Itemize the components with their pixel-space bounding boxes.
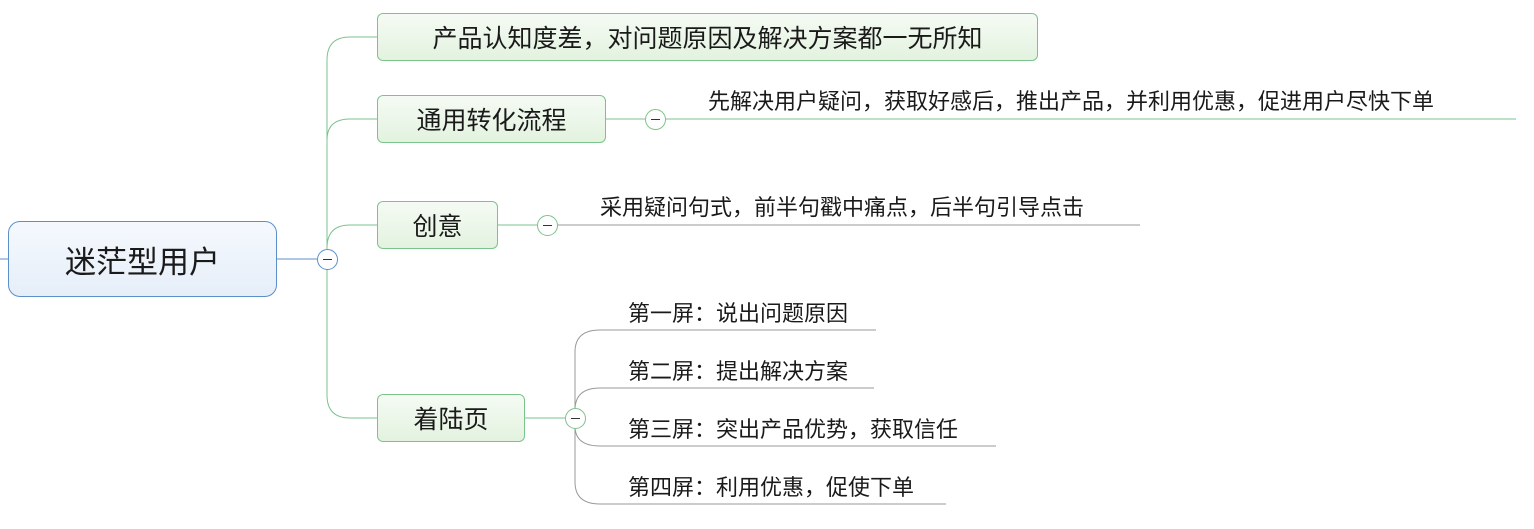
branch-topic-label: 创意 xyxy=(412,212,463,241)
branch-topic-label: 通用转化流程 xyxy=(416,106,567,135)
subtopic-conversion-flow[interactable]: 先解决用户疑问，获取好感后，推出产品，并利用优惠，促进用户尽快下单 xyxy=(708,90,1435,115)
branch-topic-conversion-flow[interactable]: 通用转化流程 xyxy=(377,95,606,143)
collapse-minus-icon[interactable] xyxy=(565,408,586,429)
collapse-minus-icon[interactable] xyxy=(317,249,338,270)
branch-topic-label: 着陆页 xyxy=(413,405,489,434)
branch-topic-cognition[interactable]: 产品认知度差，对问题原因及解决方案都一无所知 xyxy=(377,13,1038,61)
branch-topic-label: 产品认知度差，对问题原因及解决方案都一无所知 xyxy=(432,24,983,53)
root-topic[interactable]: 迷茫型用户 xyxy=(8,221,277,297)
subtopic-screen-1[interactable]: 第一屏：说出问题原因 xyxy=(628,302,849,327)
subtopic-screen-3[interactable]: 第三屏：突出产品优势，获取信任 xyxy=(628,418,959,443)
root-topic-label: 迷茫型用户 xyxy=(65,244,220,281)
subtopic-screen-4[interactable]: 第四屏：利用优惠，促使下单 xyxy=(628,476,915,501)
subtopic-creative[interactable]: 采用疑问句式，前半句戳中痛点，后半句引导点击 xyxy=(600,196,1085,221)
collapse-minus-icon[interactable] xyxy=(537,215,558,236)
branch-topic-landing-page[interactable]: 着陆页 xyxy=(377,394,525,442)
collapse-minus-icon[interactable] xyxy=(645,109,666,130)
branch-topic-creative[interactable]: 创意 xyxy=(377,201,498,249)
subtopic-screen-2[interactable]: 第二屏：提出解决方案 xyxy=(628,360,849,385)
